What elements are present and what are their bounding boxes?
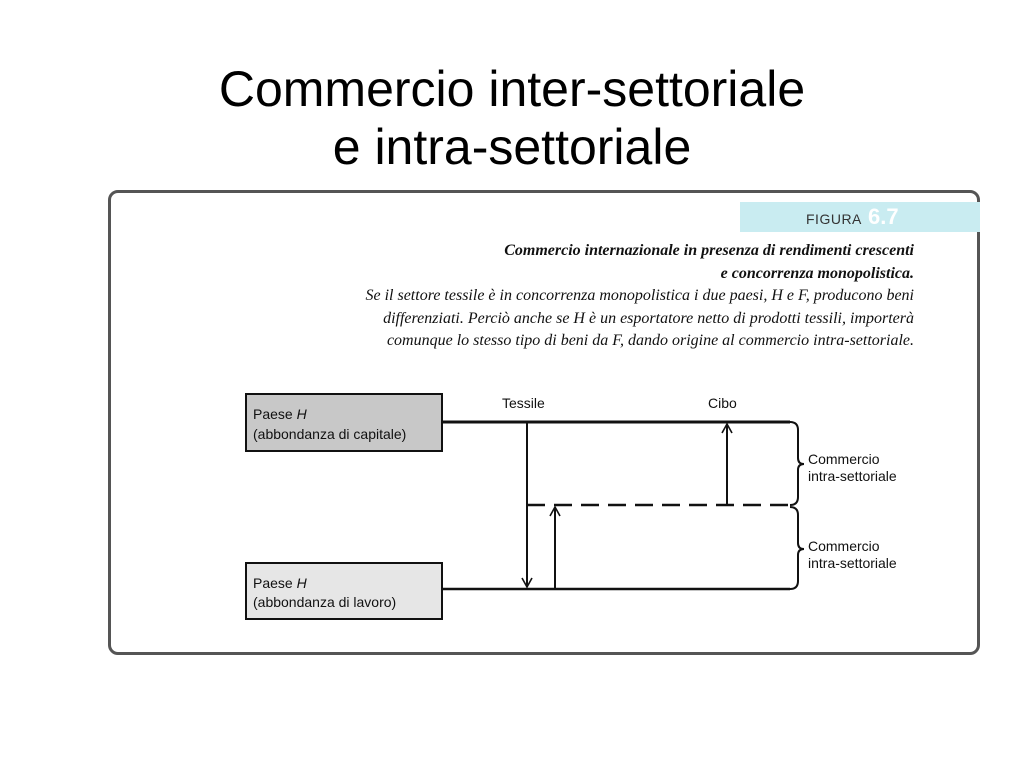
figure-tab: FIGURA 6.7: [740, 202, 980, 232]
brace-bottom: [789, 506, 805, 590]
brace-bottom-label-2: intra-settoriale: [808, 555, 897, 571]
country-bottom-label: Paese H: [253, 575, 308, 591]
caption-body-line-1: Se il settore tessile è in concorrenza m…: [365, 287, 914, 304]
country-bottom-desc: (abbondanza di lavoro): [253, 594, 396, 610]
brace-bottom-label-1: Commercio: [808, 538, 880, 554]
caption-body-line-3: comunque lo stesso tipo di beni da F, da…: [386, 332, 914, 349]
slide-title-line-2: e intra-settoriale: [332, 118, 692, 175]
country-top-desc: (abbondanza di capitale): [253, 426, 406, 442]
slide-title: Commercio inter-settoriale e intra-setto…: [0, 60, 1024, 176]
country-top-label: Paese H: [253, 406, 308, 422]
brace-top-label-1: Commercio: [808, 451, 880, 467]
column-label-tessile: Tessile: [502, 395, 545, 411]
figure-tab-number: 6.7: [868, 204, 899, 229]
country-box-bottom: [245, 562, 443, 620]
slide-title-line-1: Commercio inter-settoriale: [218, 60, 806, 117]
caption-title-line-1: Commercio internazionale in presenza di …: [504, 242, 914, 259]
figure-tab-label: FIGURA: [806, 211, 862, 227]
brace-top-label-2: intra-settoriale: [808, 468, 897, 484]
brace-top: [789, 421, 805, 506]
country-box-top: [245, 393, 443, 452]
column-label-cibo: Cibo: [708, 395, 737, 411]
caption-body-line-2: differenziati. Perciò anche se H è un es…: [383, 309, 914, 327]
caption-title-line-2: e concorrenza monopolistica.: [720, 264, 914, 282]
figure-caption: Commercio internazionale in presenza di …: [190, 240, 914, 353]
